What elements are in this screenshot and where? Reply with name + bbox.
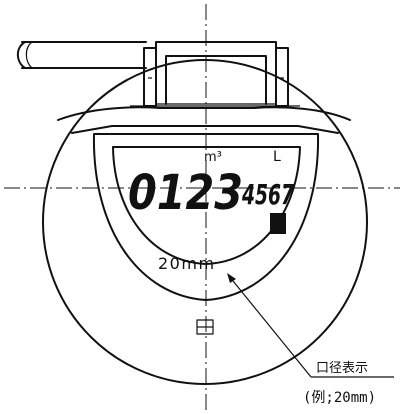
callout-title: 口径表示 [316,361,368,376]
cover-plate [71,125,339,134]
lcd-digits-large: 0123 [128,165,243,221]
callout-leader [227,273,394,378]
square-mark [196,319,214,335]
lcd-window [112,146,301,265]
cable [16,41,147,69]
unit-m3-label: m³ [204,150,222,165]
lcd-digits-small: 4567 [241,178,294,211]
hinge-clip [130,41,300,107]
lcd-indicator-block [270,213,286,234]
bore-size-label: 20mm [158,254,216,273]
cover-shoulder [57,106,351,121]
meter-body-outline [42,59,368,385]
center-lines [4,4,400,410]
unit-liter-label: L [273,149,281,165]
callout-example: (例;20mm) [303,390,376,406]
display-bezel [92,133,320,301]
